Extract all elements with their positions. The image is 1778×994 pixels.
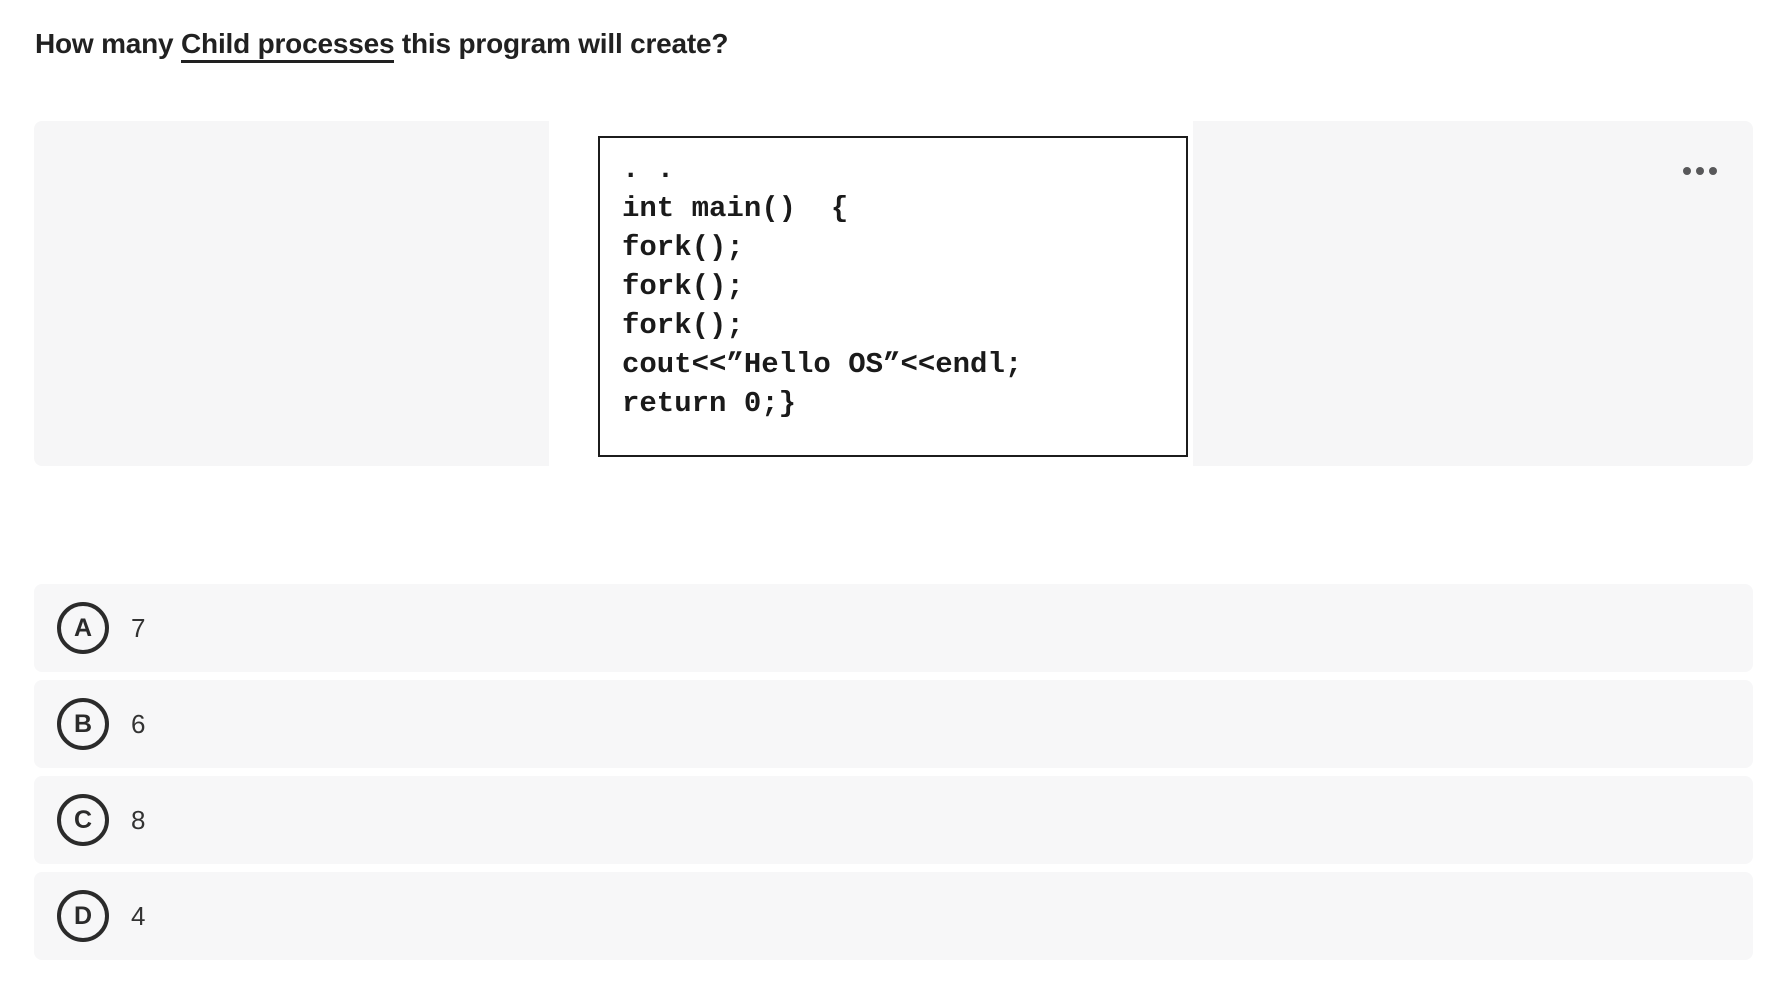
answer-option-d[interactable]: D 4	[34, 872, 1753, 960]
answer-options-list: A 7 B 6 C 8 D 4	[34, 584, 1753, 968]
code-line: . .	[622, 153, 675, 186]
code-line: int main() {	[622, 192, 849, 225]
code-line: fork();	[622, 231, 744, 264]
code-line: fork();	[622, 309, 744, 342]
question-title-prefix: How many	[35, 28, 182, 59]
question-media-banner: . . int main() { fork(); fork(); fork();…	[34, 121, 1753, 466]
option-text-d: 4	[131, 900, 146, 931]
ellipsis-dot	[1696, 167, 1704, 175]
option-letter-badge-d: D	[57, 890, 109, 942]
ellipsis-dot	[1709, 167, 1717, 175]
more-options-icon[interactable]	[1679, 163, 1721, 179]
question-title-underlined-term: Child processes	[181, 28, 395, 63]
code-line: return 0;}	[622, 387, 797, 420]
option-text-a: 7	[131, 612, 146, 643]
ellipsis-dot	[1683, 167, 1691, 175]
option-text-b: 6	[131, 708, 146, 739]
banner-left-panel	[34, 121, 549, 466]
answer-option-b[interactable]: B 6	[34, 680, 1753, 768]
answer-option-a[interactable]: A 7	[34, 584, 1753, 672]
code-snippet-image: . . int main() { fork(); fork(); fork();…	[598, 136, 1188, 457]
code-image-strip: . . int main() { fork(); fork(); fork();…	[549, 121, 1193, 466]
question-title-suffix: this program will create?	[394, 28, 729, 59]
answer-option-c[interactable]: C 8	[34, 776, 1753, 864]
code-line: cout<<”Hello OS”<<endl;	[622, 348, 1023, 381]
option-text-c: 8	[131, 804, 146, 835]
code-line: fork();	[622, 270, 744, 303]
option-letter-badge-b: B	[57, 698, 109, 750]
banner-right-panel	[1193, 121, 1753, 466]
option-letter-badge-a: A	[57, 602, 109, 654]
question-title: How many Child processes this program wi…	[35, 28, 729, 63]
option-letter-badge-c: C	[57, 794, 109, 846]
